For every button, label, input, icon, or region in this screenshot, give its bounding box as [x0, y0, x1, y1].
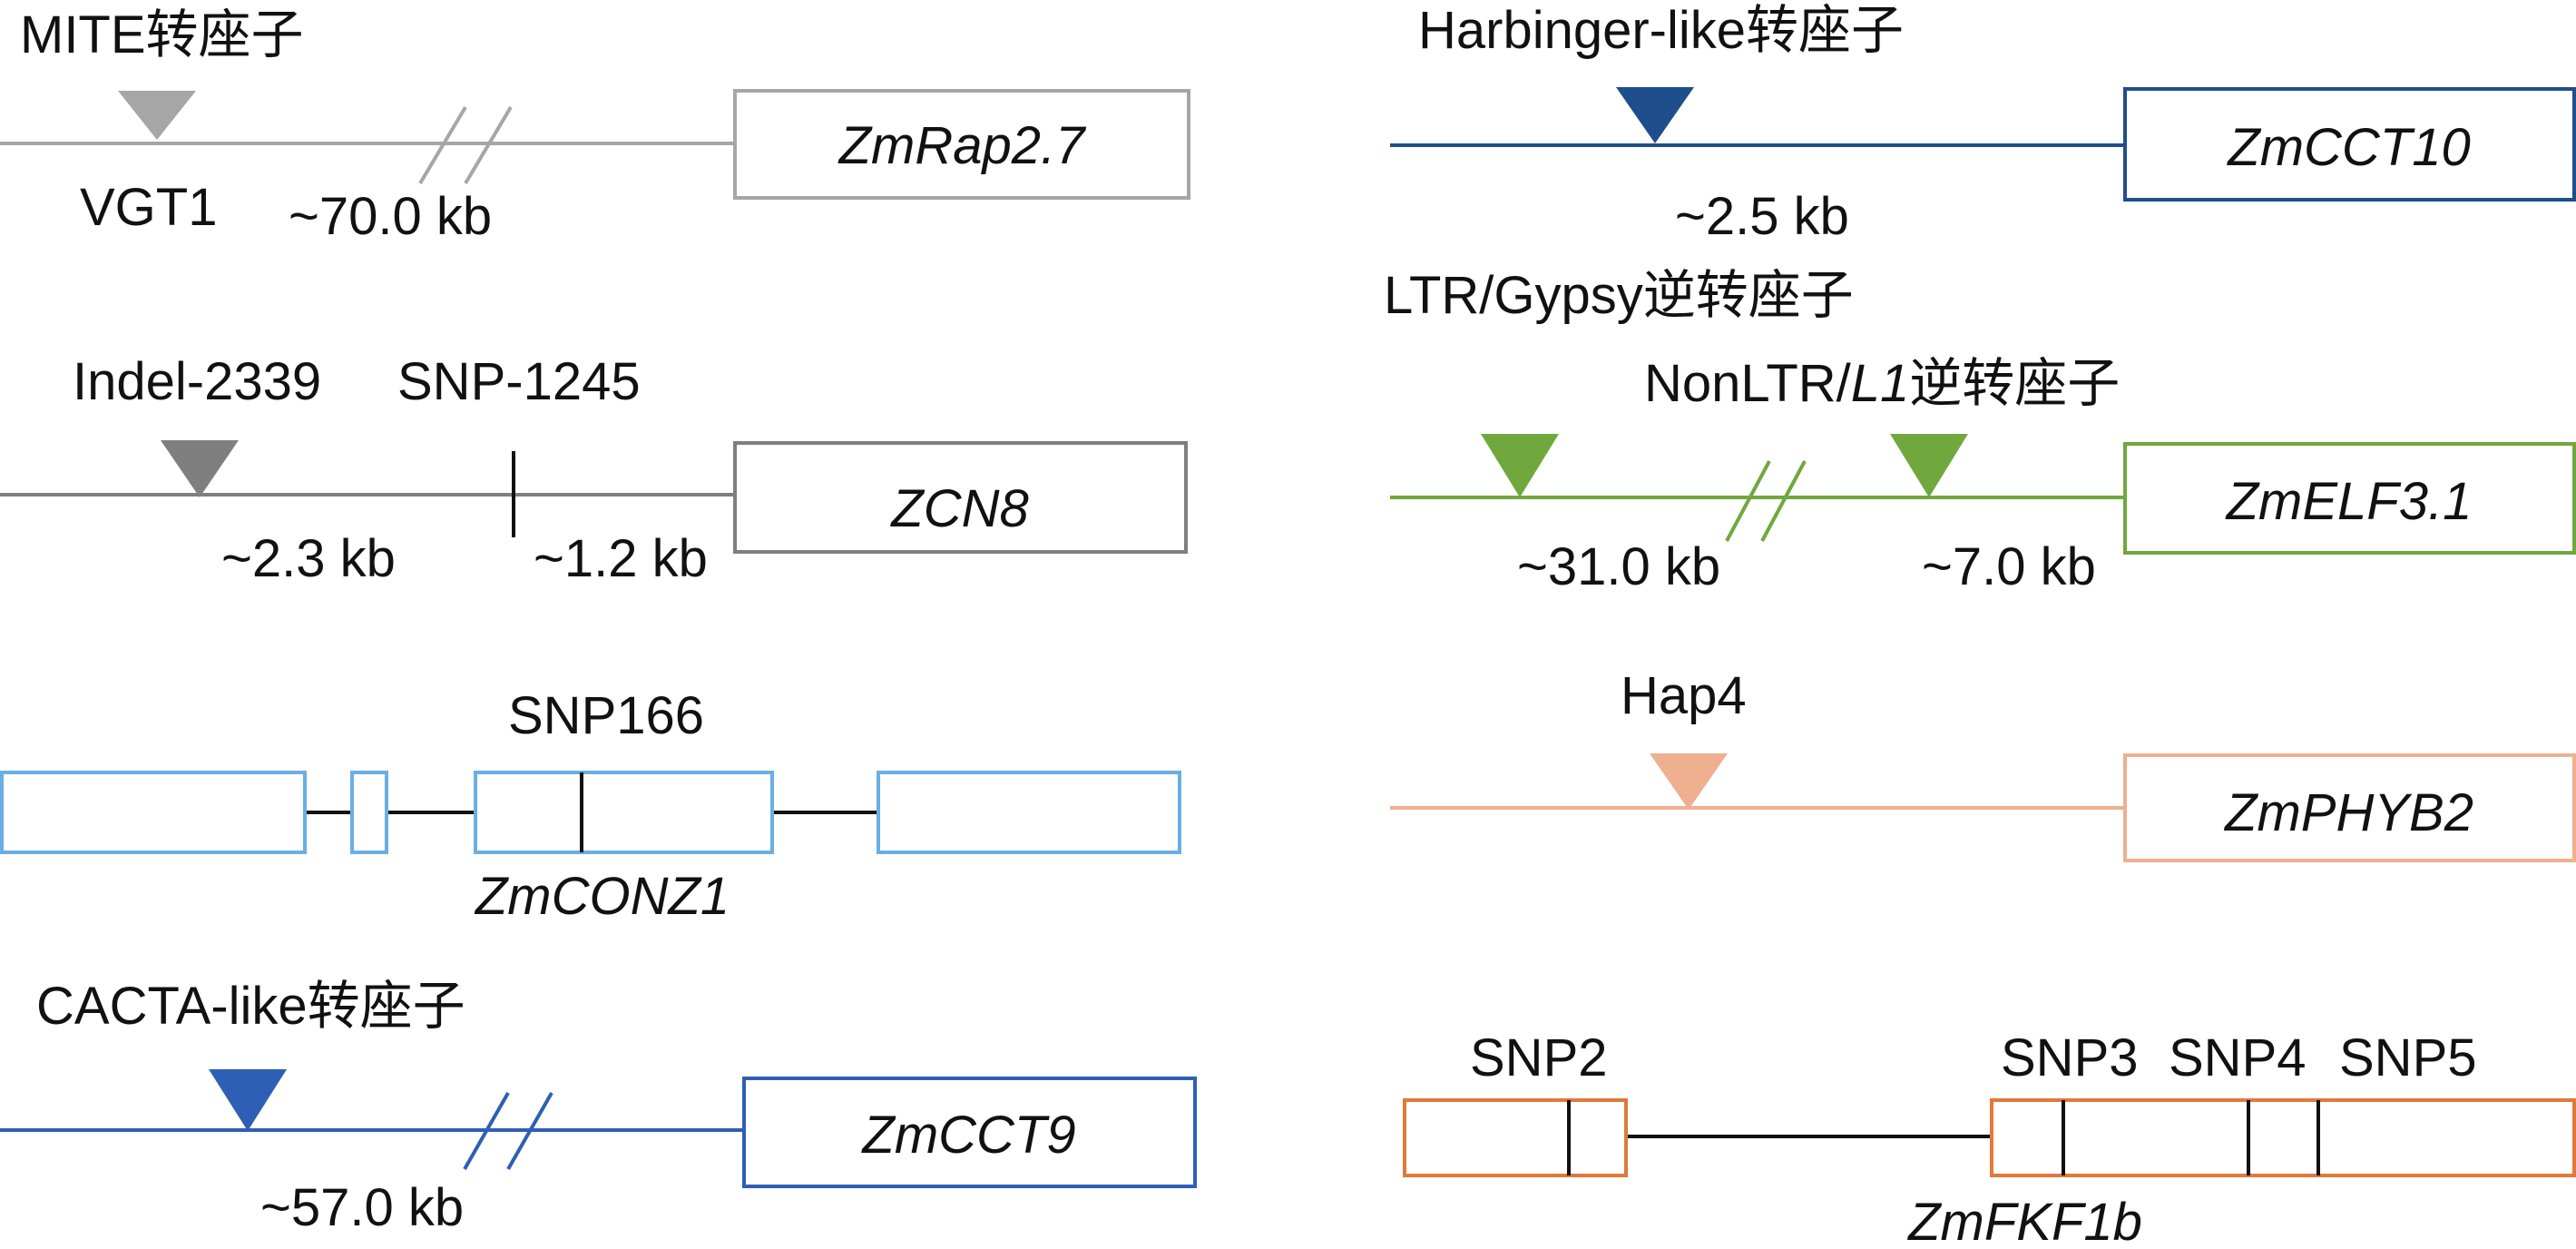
zmfkf1b-gene-label: ZmFKF1b: [1906, 1193, 2142, 1249]
ltr-gypsy-retrotransposon-label: LTR/Gypsy逆转座子: [1384, 266, 1854, 325]
zcn8-distance-snp-label: ~1.2 kb: [534, 529, 708, 588]
ltr-gypsy-insertion-triangle-icon: [1481, 434, 1559, 497]
snp2-label: SNP2: [1470, 1028, 1608, 1087]
cacta-insertion-triangle-icon: [209, 1069, 287, 1131]
retrotransposon-suffix: 逆转座子: [1909, 354, 2120, 413]
cct10-distance-label: ~2.5 kb: [1675, 187, 1849, 246]
zmrap27-gene-box: [733, 89, 1190, 200]
conz1-exon-2: [350, 771, 388, 854]
panel-cct10: Harbinger-like转座子 ~2.5 kb ZmCCT10: [1390, 1, 2576, 246]
panel-cct9: CACTA-like转座子 ~57.0 kb ZmCCT9: [0, 977, 1197, 1237]
l1-italic: L1: [1851, 354, 1910, 413]
snp166-label: SNP166: [508, 686, 704, 745]
panel-elf31: LTR/Gypsy逆转座子 NonLTR/L1逆转座子 ~31.0 kb ~7.…: [1384, 266, 2576, 596]
zcn8-distance-indel-label: ~2.3 kb: [221, 529, 396, 588]
snp3-label: SNP3: [2001, 1028, 2139, 1087]
cacta-transposon-label: CACTA-like转座子: [36, 977, 465, 1036]
zmelf31-gene-label: ZmELF3.1: [2225, 472, 2473, 531]
indel-insertion-triangle-icon: [161, 440, 239, 497]
harbinger-transposon-label: Harbinger-like转座子: [1418, 1, 1904, 60]
harbinger-insertion-triangle-icon: [1616, 87, 1694, 143]
panel-vgt1: MITE转座子 VGT1 ~70.0 kb ZmRap2.7: [0, 5, 1190, 246]
zmphyb2-gene-box: [2123, 753, 2576, 862]
elf31-break-mark-left: [1725, 460, 1771, 542]
zcn8-gene-box: [733, 441, 1188, 554]
hap4-insertion-triangle-icon: [1650, 753, 1728, 810]
nonltr-prefix: NonLTR/: [1644, 354, 1852, 413]
cct9-break-mark-left: [463, 1092, 510, 1170]
cct9-distance-label: ~57.0 kb: [260, 1178, 464, 1237]
zcn8-gene-label: ZCN8: [889, 479, 1028, 538]
zmcct9-gene-label: ZmCCT9: [860, 1106, 1075, 1165]
zmphyb2-gene-label: ZmPHYB2: [2223, 783, 2473, 842]
nonltr-l1-retrotransposon-label: NonLTR/L1逆转座子: [1644, 354, 2120, 413]
panel-conz1: SNP166 ZmCONZ1: [0, 686, 1181, 926]
vgt1-site-label: VGT1: [80, 178, 218, 237]
panel-phyb2: Hap4 ZmPHYB2: [1390, 666, 2576, 862]
zmcct9-gene-box: [742, 1077, 1197, 1188]
hap4-label: Hap4: [1621, 666, 1747, 725]
conz1-exon-3: [474, 771, 774, 854]
nonltr-l1-insertion-triangle-icon: [1890, 434, 1968, 497]
snp5-label: SNP5: [2339, 1028, 2477, 1087]
vgt1-break-mark-right: [464, 105, 513, 185]
mite-insertion-triangle-icon: [118, 91, 196, 140]
conz1-exon-4: [877, 771, 1181, 854]
conz1-exon-1: [0, 771, 307, 854]
zmelf31-gene-box: [2123, 442, 2576, 555]
elf31-break-mark-right: [1760, 460, 1807, 542]
panel-zcn8: Indel-2339 SNP-1245 ~2.3 kb ~1.2 kb ZCN8: [0, 352, 1188, 588]
mite-transposon-label: MITE转座子: [20, 5, 304, 64]
zmrap27-gene-label: ZmRap2.7: [837, 116, 1088, 175]
snp-1245-label: SNP-1245: [397, 352, 641, 411]
fkf1b-exon-2: [1990, 1098, 2576, 1177]
elf31-distance-2-label: ~7.0 kb: [1922, 537, 2096, 596]
panel-fkf1b: SNP2 SNP3 SNP4 SNP5 ZmFKF1b: [1403, 1028, 2576, 1249]
zmconz1-gene-label: ZmCONZ1: [474, 867, 730, 926]
zmcct10-gene-box: [2123, 87, 2576, 202]
vgt1-break-mark-left: [418, 105, 467, 185]
zmcct10-gene-label: ZmCCT10: [2226, 118, 2470, 177]
snp4-label: SNP4: [2169, 1028, 2307, 1087]
elf31-distance-1-label: ~31.0 kb: [1517, 537, 1720, 596]
vgt1-distance-label: ~70.0 kb: [289, 187, 492, 246]
indel-2339-label: Indel-2339: [73, 352, 321, 411]
cct9-break-mark-right: [506, 1092, 553, 1170]
fkf1b-exon-1: [1403, 1098, 1628, 1177]
